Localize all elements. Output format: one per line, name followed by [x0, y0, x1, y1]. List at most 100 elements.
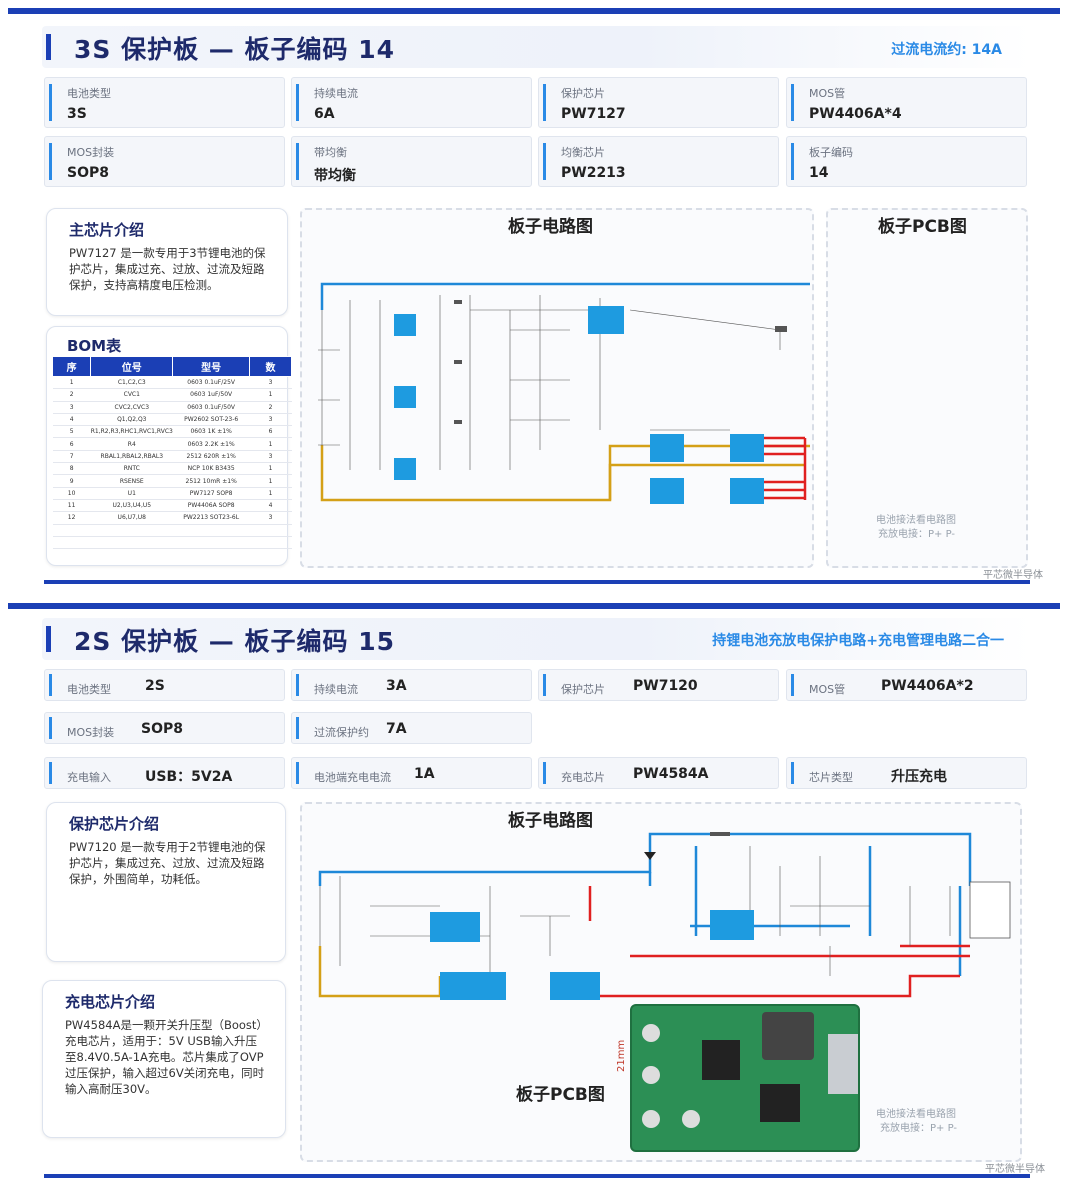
- bom-cell: [52, 524, 91, 537]
- spec-label: MOS管: [809, 87, 846, 100]
- title-accent: [46, 626, 51, 652]
- protect-chip-panel: 保护芯片介绍 PW7120 是一款专用于2节锂电池的保护芯片，集成过充、过放、过…: [46, 802, 286, 962]
- section1-title: 3S 保护板 — 板子编码 14: [74, 35, 396, 64]
- chip-intro-text: PW7127 是一款专用于3节锂电池的保护芯片，集成过充、过放、过流及短路保护，…: [69, 246, 266, 292]
- bom-cell: 2512 10mR ±1%: [172, 474, 250, 488]
- bom-cell: 3: [249, 413, 292, 427]
- bom-cell: U1: [90, 487, 173, 500]
- bom-cell: NCP 10K B3435: [172, 462, 250, 476]
- spec-label: 电池端充电电流: [314, 771, 391, 784]
- bom-cell: U2,U3,U4,U5: [90, 499, 173, 513]
- bom-cell: 3: [249, 511, 292, 525]
- bom-cell: RBAL1,RBAL2,RBAL3: [90, 450, 173, 464]
- bom-cell: PW2602 SOT-23-6: [172, 413, 250, 427]
- bom-cell: RSENSE: [90, 474, 173, 488]
- spec-value: PW7127: [561, 106, 626, 122]
- bom-cell: CVC1: [90, 388, 173, 402]
- bom-cell: 2512 620R ±1%: [172, 450, 250, 464]
- section1-bottom-rule: [44, 580, 1030, 584]
- bom-cell: R1,R2,R3,RHC1,RVC1,RVC3: [90, 425, 173, 439]
- bom-cell: 2: [249, 401, 292, 414]
- spec-value: 6A: [314, 106, 335, 122]
- bom-cell: 3: [249, 376, 292, 390]
- spec-card: 充电芯片 PW4584A: [538, 757, 779, 789]
- spec-label: MOS封装: [67, 146, 115, 159]
- bom-cell: U6,U7,U8: [90, 511, 173, 525]
- charge-chip-title: 充电芯片介绍: [65, 993, 156, 1011]
- bom-cell: 1: [249, 487, 292, 500]
- spec-label: 充电输入: [67, 771, 111, 784]
- chip-intro-panel: 主芯片介绍 PW7127 是一款专用于3节锂电池的保护芯片，集成过充、过放、过流…: [46, 208, 288, 316]
- protect-chip-title: 保护芯片介绍: [69, 815, 160, 833]
- bom-cell: [249, 536, 292, 550]
- bom-cell: 3: [52, 401, 91, 414]
- spec-label: 持续电流: [314, 683, 358, 696]
- bom-cell: 1: [249, 437, 292, 451]
- spec-label: 保护芯片: [561, 683, 605, 696]
- spec-label: 充电芯片: [561, 771, 605, 784]
- spec-card: 持续电流 3A: [291, 669, 532, 701]
- bom-cell: 12: [52, 511, 91, 525]
- charge-chip-text: PW4584A是一颗开关升压型（Boost）充电芯片，适用于：5V USB输入升…: [65, 1018, 265, 1096]
- watermark-1: 平芯微半导体: [983, 570, 1043, 581]
- pcb-title-2: 板子PCB图: [516, 1085, 605, 1105]
- spec-value: 3A: [386, 678, 407, 694]
- section2-top-rule: [8, 603, 1060, 609]
- bom-row: [52, 536, 292, 550]
- spec-label: 保护芯片: [561, 87, 605, 100]
- spec-value: PW4584A: [633, 766, 709, 782]
- inductor: [762, 1012, 814, 1060]
- bom-cell: 0603 1uF/50V: [172, 388, 250, 402]
- section2-bottom-rule: [44, 1174, 1030, 1178]
- bom-cell: 0603 1K ±1%: [172, 425, 250, 439]
- bom-cell: 4: [52, 413, 91, 427]
- pcb-photo: [630, 1004, 860, 1152]
- spec-value: 1A: [414, 766, 435, 782]
- spec-value: 14: [809, 165, 829, 181]
- solder-pad: [682, 1110, 700, 1128]
- spec-card: 电池端充电电流 1A: [291, 757, 532, 789]
- spec-label: 带均衡: [314, 146, 347, 159]
- bom-cell: 6: [52, 437, 91, 451]
- bom-cell: 1: [249, 474, 292, 488]
- spec-value: PW2213: [561, 165, 626, 181]
- watermark-2: 平芯微半导体: [985, 1164, 1045, 1175]
- circuit-diagram-1: [300, 208, 814, 568]
- circuit-title-1: 板子电路图: [508, 217, 593, 237]
- spec-label: 电池类型: [67, 683, 111, 696]
- spec-label: MOS管: [809, 683, 846, 696]
- chip-component: [702, 1040, 740, 1080]
- circuit-schematic-1: [318, 282, 810, 504]
- spec-label: 持续电流: [314, 87, 358, 100]
- bom-header: 位号: [90, 356, 174, 377]
- solder-pad: [642, 1066, 660, 1084]
- spec-label: MOS封装: [67, 726, 115, 739]
- bom-cell: [249, 524, 292, 537]
- bom-cell: 1: [52, 376, 91, 390]
- circuit-schematic-2: [318, 832, 1011, 1000]
- bom-cell: C1,C2,C3: [90, 376, 173, 390]
- bom-cell: 3: [249, 450, 292, 464]
- bom-cell: [90, 524, 173, 537]
- note-line2: 充放电接：P+ P-: [878, 529, 956, 540]
- bom-cell: 2: [52, 388, 91, 402]
- spec-value: SOP8: [141, 721, 183, 737]
- spec-label: 电池类型: [67, 87, 111, 100]
- charge-chip-panel: 充电芯片介绍 PW4584A是一颗开关升压型（Boost）充电芯片，适用于：5V…: [42, 980, 286, 1138]
- spec-label: 过流保护约: [314, 726, 369, 739]
- bom-cell: RNTC: [90, 462, 173, 476]
- spec-value: PW4406A*4: [809, 106, 902, 122]
- circuit-title-2: 板子电路图: [508, 811, 593, 831]
- chip-intro-title: 主芯片介绍: [69, 221, 145, 239]
- bom-cell: 1: [249, 462, 292, 476]
